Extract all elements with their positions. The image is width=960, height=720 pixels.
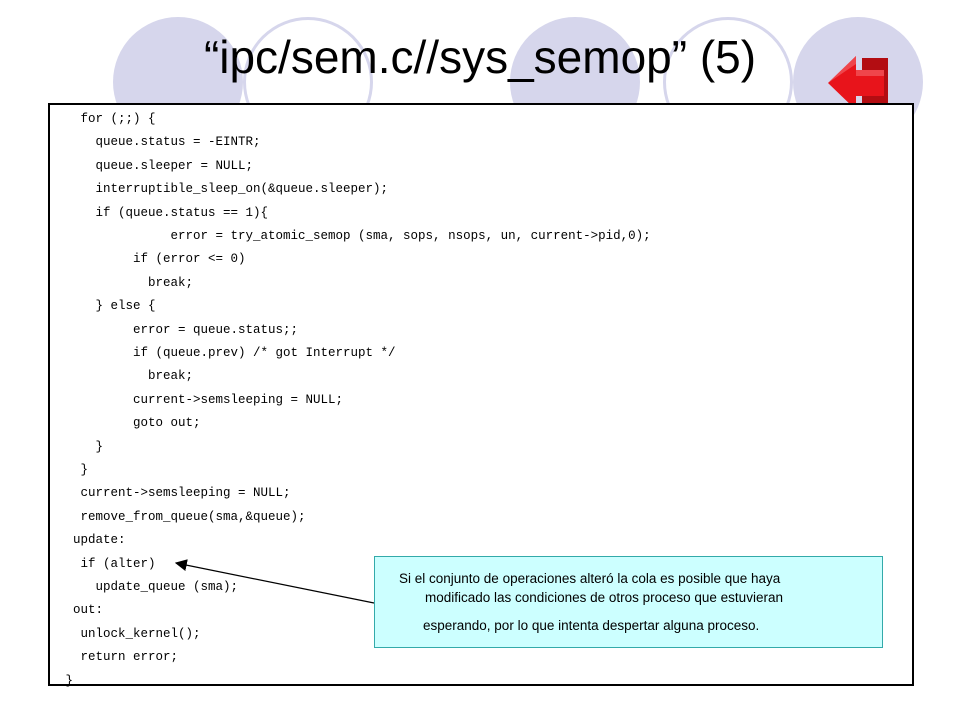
code-line: if (queue.prev) /* got Interrupt */ (58, 346, 396, 360)
code-line: queue.status = -EINTR; (58, 135, 261, 150)
callout-text-line: esperando, por lo que intenta despertar … (423, 618, 760, 633)
code-line: if (alter) (58, 556, 156, 571)
code-line: } (58, 439, 104, 454)
code-line: interruptible_sleep_on(&queue.sleeper); (58, 182, 389, 197)
code-line: break; (58, 369, 194, 384)
code-line: current->semsleeping = NULL; (58, 486, 291, 501)
code-line: error = queue.status;; (58, 322, 299, 337)
code-line: error = try_atomic_semop (sma, sops, nso… (58, 229, 651, 243)
code-line: break; (58, 275, 194, 290)
code-line: current->semsleeping = NULL; (58, 392, 344, 407)
back-arrow-icon[interactable] (826, 54, 890, 112)
code-line: update_queue (sma); (58, 580, 239, 594)
code-line: update: (58, 533, 126, 548)
code-line: queue.sleeper = NULL; (58, 158, 254, 173)
code-line: for (;;) { (58, 112, 156, 126)
code-line: if (error <= 0) (58, 252, 246, 267)
code-line: remove_from_queue(sma,&queue); (58, 509, 306, 524)
code-line: unlock_kernel(); (58, 626, 201, 641)
callout-text-line: modificado las condiciones de otros proc… (425, 590, 783, 605)
slide-title: “ipc/sem.c//sys_semop” (5) (203, 31, 757, 83)
code-line: goto out; (58, 416, 201, 431)
code-line: } (58, 673, 74, 688)
code-line: return error; (58, 650, 179, 665)
code-line: out: (58, 603, 104, 618)
callout-text-line: Si el conjunto de operaciones alteró la … (399, 571, 781, 586)
code-line: } else { (58, 299, 156, 314)
code-line: } (58, 463, 89, 477)
code-line: if (queue.status == 1){ (58, 205, 269, 220)
explanation-callout: Si el conjunto de operaciones alteró la … (374, 556, 883, 648)
